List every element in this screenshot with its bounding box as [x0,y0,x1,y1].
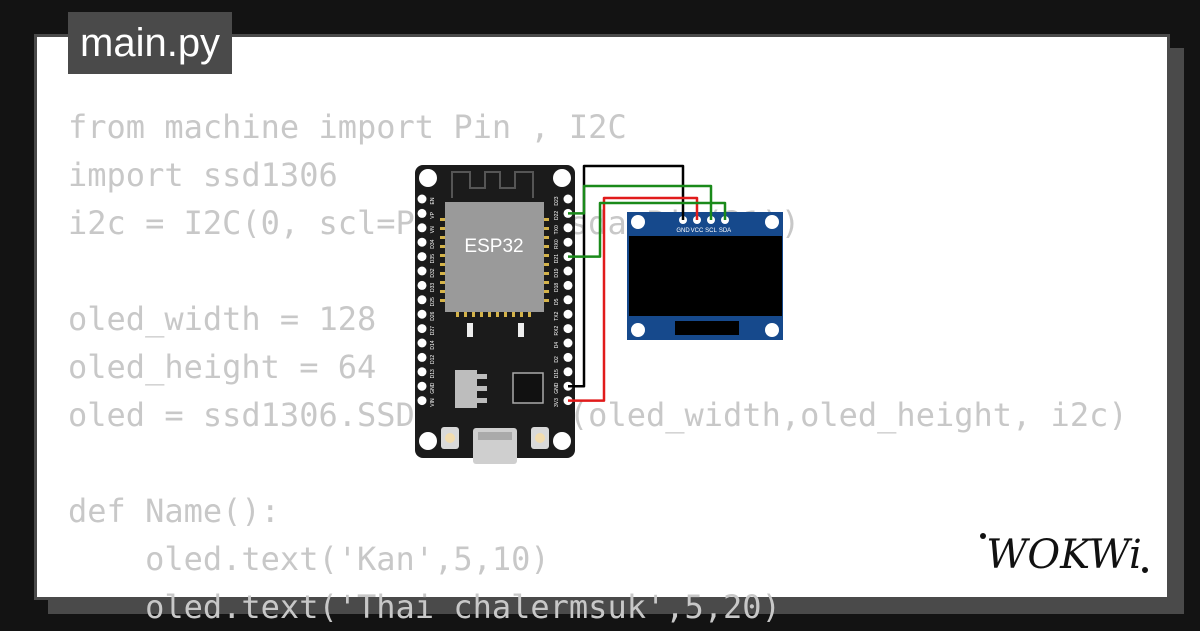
pin-label: 3V3 [554,398,560,407]
pin-label: RX2 [554,326,560,336]
esp32-board[interactable]: ESP32 ENVPVND34D35D32D33D25D26D27D14D12D… [415,165,575,464]
pin-d25[interactable] [417,295,427,305]
pin-d33[interactable] [417,280,427,290]
pin-label: EN [430,197,436,204]
pin-label: D21 [554,254,560,263]
pin-label: D27 [430,326,436,335]
pin-d14[interactable] [417,338,427,348]
pin-d15[interactable] [563,367,573,377]
antenna-icon [451,171,534,198]
pin-rx2[interactable] [563,324,573,334]
pin-gnd[interactable] [417,381,427,391]
pin-tx0[interactable] [563,223,573,233]
pin-label: D19 [554,268,560,277]
pin-label: D14 [430,340,436,349]
wires [568,164,727,402]
pin-d18[interactable] [563,280,573,290]
pin-label: D23 [554,196,560,205]
pin-label: GND [554,382,560,394]
pin-label: D15 [554,369,560,378]
pin-tx2[interactable] [563,309,573,319]
file-tab[interactable]: main.py [68,12,233,74]
pin-d4[interactable] [563,338,573,348]
code-line: oled_width = 128 [68,300,377,338]
pin-label: D33 [430,283,436,292]
pin-label: D2 [554,356,560,363]
code-line: oled = ssd1306.SSD1306_I2C(oled_width,ol… [68,396,1128,434]
wire-sda[interactable] [568,201,727,258]
pin-d27[interactable] [417,324,427,334]
wokwi-logo: WOKWi [980,532,1148,578]
pin-vp[interactable] [417,208,427,218]
pin-d34[interactable] [417,237,427,247]
pin-d35[interactable] [417,252,427,262]
pin-label: D12 [430,355,436,364]
pin-label: D25 [430,297,436,306]
pin-label: D18 [554,283,560,292]
wokwi-logo-text: WOKWi [986,532,1142,578]
oled-pin-label: VCC [691,228,704,234]
oled-pin-label: SCL [705,228,717,234]
wire-gnd[interactable] [568,164,685,388]
code-line: from machine import Pin , I2C [68,108,627,146]
pin-label: VN [430,226,436,233]
pin-label: RX0 [554,239,560,249]
pin-label: TX2 [554,311,560,320]
oled-screen [629,236,782,316]
esp32-module [445,202,544,312]
pin-d26[interactable] [417,309,427,319]
pin-label: VP [430,211,436,218]
oled-pin-label: SDA [719,228,731,234]
code-card: from machine import Pin , I2C import ssd1… [34,34,1170,626]
pin-label: D13 [430,369,436,378]
pin-d2[interactable] [563,352,573,362]
pin-d13[interactable] [417,367,427,377]
pin-label: TX0 [554,225,560,234]
pin-d32[interactable] [417,266,427,276]
pin-label: VIN [430,398,436,407]
pin-rx0[interactable] [563,237,573,247]
wire-scl[interactable] [568,184,713,220]
wire-vcc[interactable] [568,196,699,402]
pin-vin[interactable] [417,396,427,406]
pin-d12[interactable] [417,352,427,362]
usb-chip [512,372,544,404]
pin-label: GND [430,382,436,394]
pin-label: D34 [430,239,436,248]
code-line: oled.text('Kan',5,10) [68,540,550,578]
code-line: import ssd1306 [68,156,338,194]
pin-label: D5 [554,298,560,305]
pin-label: D35 [430,254,436,263]
pin-d19[interactable] [563,266,573,276]
pin-en[interactable] [417,194,427,204]
pin-label: D26 [430,311,436,320]
oled-pin-label: GND [676,228,690,234]
code-line: oled_height = 64 [68,348,377,386]
regulator [455,370,477,408]
code-line: def Name(): [68,492,280,530]
pin-d5[interactable] [563,295,573,305]
pin-d23[interactable] [563,194,573,204]
pin-label: D32 [430,268,436,277]
esp32-label: ESP32 [464,236,523,257]
code-line: oled.text('Thai chalermsuk',5,20) [68,588,781,626]
pin-label: D4 [554,342,560,349]
pin-label: D22 [554,211,560,220]
pin-vn[interactable] [417,223,427,233]
